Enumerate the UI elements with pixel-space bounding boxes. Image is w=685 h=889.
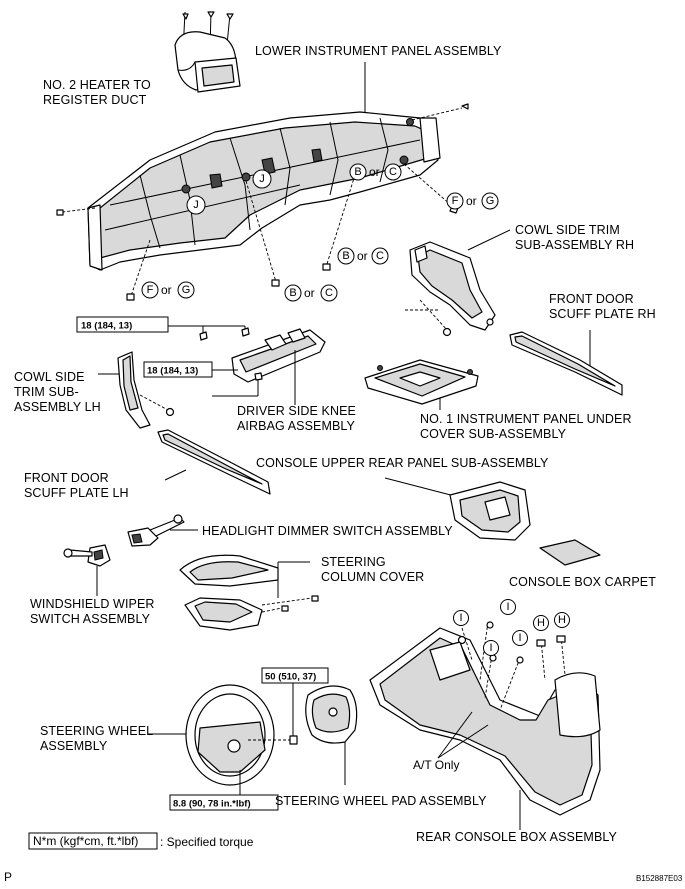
svg-text:I: I <box>459 612 462 624</box>
svg-text:or: or <box>304 286 315 300</box>
label-steering-wheel-line1: STEERING WHEEL <box>40 724 153 738</box>
callout-B-or-C-1: B or C <box>349 163 402 181</box>
legend-unit: N*m (kgf*cm, ft.*lbf) <box>33 834 138 848</box>
rear-console-drawing <box>369 621 601 830</box>
svg-text:8.8 (90, 78 in.*lbf): 8.8 (90, 78 in.*lbf) <box>173 799 251 810</box>
label-under-cover-line2: COVER SUB-ASSEMBLY <box>420 427 567 441</box>
svg-text:18 (184, 13): 18 (184, 13) <box>147 366 198 377</box>
torque-wheel-screw: 8.8 (90, 78 in.*lbf) <box>169 794 279 811</box>
knee-airbag-drawing <box>168 325 326 405</box>
label-heater-duct-line2: REGISTER DUCT <box>43 93 147 107</box>
svg-text:B: B <box>342 250 349 262</box>
label-console-carpet: CONSOLE BOX CARPET <box>509 575 656 589</box>
svg-text:I: I <box>518 632 521 644</box>
svg-text:18 (184, 13): 18 (184, 13) <box>81 321 132 332</box>
torque-knee-lower: 18 (184, 13) <box>143 361 213 378</box>
callout-F-or-G-2: F or G <box>141 281 195 299</box>
svg-text:J: J <box>259 173 265 185</box>
svg-text:F: F <box>147 284 154 296</box>
heater-duct-drawing <box>174 11 241 93</box>
label-console-upper-rear: CONSOLE UPPER REAR PANEL SUB-ASSEMBLY <box>256 456 549 470</box>
label-steering-wheel-line2: ASSEMBLY <box>40 739 108 753</box>
label-heater-duct-line1: NO. 2 HEATER TO <box>43 78 151 92</box>
wiper-switch-drawing <box>63 544 111 596</box>
label-at-only: A/T Only <box>413 758 459 772</box>
label-scuff-lh-line2: SCUFF PLATE LH <box>24 486 129 500</box>
svg-text:H: H <box>537 617 545 629</box>
callout-H-1: H <box>533 615 549 631</box>
label-cowl-lh-line2: TRIM SUB- <box>14 385 79 399</box>
torque-knee-upper: 18 (184, 13) <box>76 316 169 333</box>
legend-text: : Specified torque <box>160 835 254 849</box>
label-lower-instrument-panel: LOWER INSTRUMENT PANEL ASSEMBLY <box>255 44 502 58</box>
svg-text:or: or <box>369 165 380 179</box>
svg-text:C: C <box>389 166 397 178</box>
callout-J-1: J <box>186 195 206 215</box>
svg-text:C: C <box>325 287 333 299</box>
svg-text:F: F <box>452 195 459 207</box>
callout-I-2: I <box>500 599 516 615</box>
label-column-cover-line1: STEERING <box>321 555 386 569</box>
label-column-cover-line2: COLUMN COVER <box>321 570 424 584</box>
svg-text:B: B <box>289 287 296 299</box>
console-carpet-drawing <box>539 539 601 566</box>
cowl-side-trim-lh-drawing <box>98 351 175 429</box>
label-under-cover-line1: NO. 1 INSTRUMENT PANEL UNDER <box>420 412 632 426</box>
svg-text:G: G <box>486 195 495 207</box>
cowl-side-trim-rh-drawing <box>405 229 511 337</box>
svg-text:or: or <box>161 283 172 297</box>
label-wiper-switch-line2: SWITCH ASSEMBLY <box>30 612 151 626</box>
callout-H-2: H <box>554 612 570 628</box>
svg-text:C: C <box>376 250 384 262</box>
torque-legend: N*m (kgf*cm, ft.*lbf) : Specified torque <box>28 832 254 850</box>
headlight-switch-drawing <box>127 514 198 547</box>
callout-F-or-G-1: F or G <box>446 192 499 210</box>
callout-J-2: J <box>252 169 272 189</box>
label-scuff-lh-line1: FRONT DOOR <box>24 471 109 485</box>
svg-text:50 (510, 37): 50 (510, 37) <box>265 672 316 683</box>
svg-text:G: G <box>182 284 191 296</box>
label-cowl-rh-line2: SUB-ASSEMBLY RH <box>515 238 634 252</box>
label-scuff-rh-line2: SCUFF PLATE RH <box>549 307 656 321</box>
label-knee-airbag-line1: DRIVER SIDE KNEE <box>237 404 356 418</box>
torque-wheel-nut: 50 (510, 37) <box>261 667 329 684</box>
svg-text:or: or <box>466 194 477 208</box>
label-knee-airbag-line2: AIRBAG ASSEMBLY <box>237 419 356 433</box>
label-headlight-switch: HEADLIGHT DIMMER SWITCH ASSEMBLY <box>202 524 453 538</box>
callout-I-4: I <box>512 630 528 646</box>
column-cover-drawing <box>179 554 319 631</box>
svg-text:J: J <box>193 199 199 211</box>
svg-text:I: I <box>489 642 492 654</box>
label-cowl-lh-line1: COWL SIDE <box>14 370 85 384</box>
steering-wheel-drawing <box>148 683 298 795</box>
svg-text:B: B <box>354 166 361 178</box>
svg-text:or: or <box>357 249 368 263</box>
label-rear-console: REAR CONSOLE BOX ASSEMBLY <box>416 830 618 844</box>
label-wiper-switch-line1: WINDSHIELD WIPER <box>30 597 155 611</box>
svg-text:H: H <box>558 614 566 626</box>
panel-screws <box>56 103 469 301</box>
figure-code: B152887E03 <box>636 874 683 883</box>
label-wheel-pad: STEERING WHEEL PAD ASSEMBLY <box>275 794 487 808</box>
lower-instrument-panel-drawing <box>87 62 441 271</box>
page-mark: P <box>4 870 12 884</box>
wheel-pad-drawing <box>305 685 358 785</box>
label-cowl-rh-line1: COWL SIDE TRIM <box>515 223 620 237</box>
callout-B-or-C-2: B or C <box>337 247 389 265</box>
callout-I-3: I <box>483 640 499 656</box>
label-scuff-rh-line1: FRONT DOOR <box>549 292 634 306</box>
label-cowl-lh-line3: ASSEMBLY LH <box>14 400 101 414</box>
callout-B-or-C-3: B or C <box>284 284 338 302</box>
scuff-plate-lh-drawing <box>157 429 271 495</box>
under-cover-drawing <box>364 359 479 410</box>
callout-I-1: I <box>453 610 469 626</box>
svg-text:I: I <box>506 601 509 613</box>
scuff-plate-rh-drawing <box>509 330 623 396</box>
console-upper-rear-panel-drawing <box>384 477 531 541</box>
